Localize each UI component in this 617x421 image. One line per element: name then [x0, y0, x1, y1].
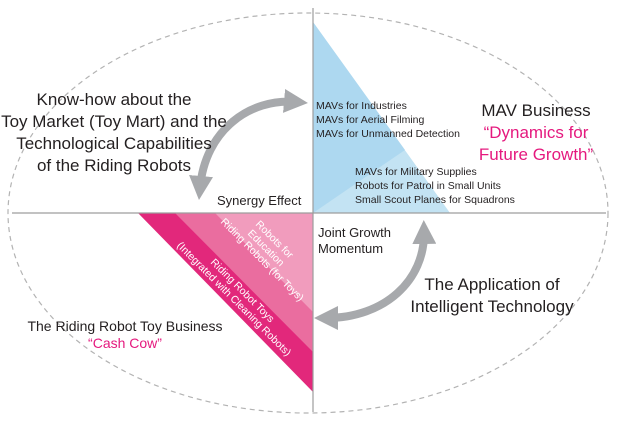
left-top-line-3: Technological Capabilities	[16, 134, 212, 153]
mav-business-title: MAV Business	[481, 101, 591, 120]
left-top-line-1: Know-how about the	[36, 90, 192, 109]
growth-arrow-icon	[314, 220, 437, 330]
band-robots-education	[215, 213, 313, 312]
left-top-line-2: Toy Market (Toy Mart) and the	[1, 112, 227, 131]
mav-business-subtitle-1: “Dynamics for	[483, 123, 589, 142]
synergy-effect-label: Synergy Effect	[217, 193, 302, 208]
mav-business-subtitle-2: Future Growth”	[478, 145, 594, 164]
synergy-arrow-icon	[189, 89, 308, 200]
application-line-2: Intelligent Technology	[410, 297, 574, 316]
mav-list-2-item: MAVs for Military Supplies	[355, 166, 477, 178]
mav-list-2-item: Small Scout Planes for Squadrons	[355, 194, 515, 206]
mav-list-1-item: MAVs for Industries	[316, 100, 407, 112]
mav-list-1-item: MAVs for Unmanned Detection	[316, 128, 460, 140]
toy-business-subtitle: “Cash Cow”	[88, 335, 162, 351]
mav-list-2-item: Robots for Patrol in Small Units	[355, 180, 501, 192]
business-ellipse	[7, 12, 609, 414]
mav-list-1-item: MAVs for Aerial Filming	[316, 114, 425, 126]
toy-business-title: The Riding Robot Toy Business	[27, 318, 223, 334]
left-top-line-4: of the Riding Robots	[36, 156, 192, 175]
mav-triangle-small	[313, 22, 405, 213]
application-line-1: The Application of	[424, 275, 560, 294]
joint-growth-line-1: Joint Growth	[318, 225, 391, 240]
joint-growth-line-2: Momentum	[318, 241, 384, 256]
